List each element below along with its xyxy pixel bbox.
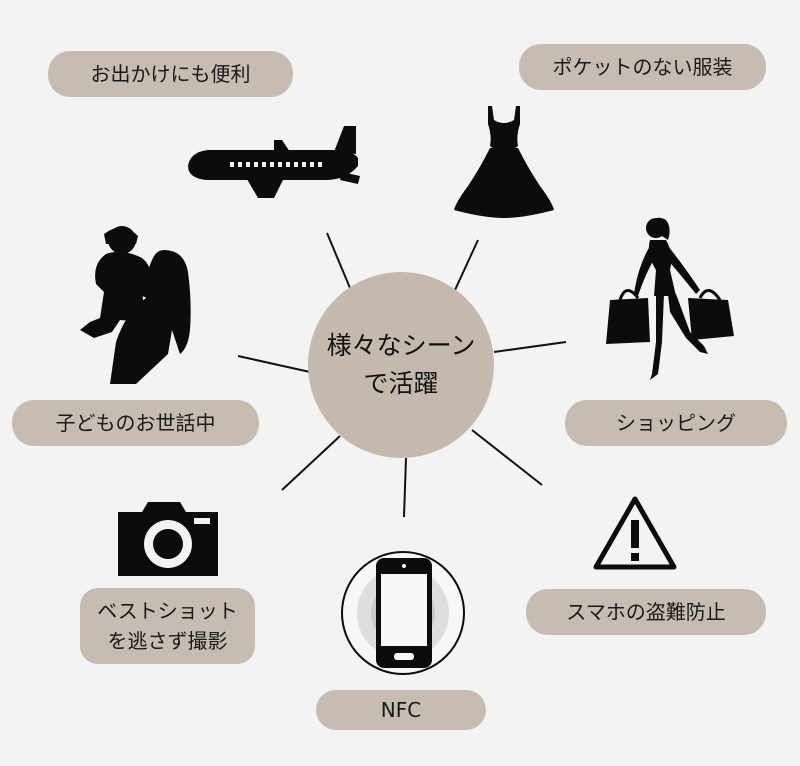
phone-nfc-icon: [341, 551, 465, 675]
mother-child-icon: [80, 226, 191, 384]
pill-theft: スマホの盗難防止: [526, 589, 766, 635]
pill-shopping: ショッピング: [565, 400, 787, 446]
hub-line1: 様々なシーン: [326, 331, 476, 360]
pill-nfc: NFC: [316, 690, 486, 730]
camera-icon: [118, 502, 218, 576]
airplane-icon: [188, 126, 360, 198]
pill-pocketless: ポケットのない服装: [519, 44, 766, 90]
hub-line2: で活躍: [363, 369, 439, 398]
pill-childcare: 子どものお世話中: [12, 400, 259, 446]
warning-icon: [593, 496, 677, 570]
pill-outing: お出かけにも便利: [48, 51, 293, 97]
center-hub: 様々なシーン で活躍: [308, 272, 494, 458]
shopper-icon: [606, 217, 734, 380]
pill-photo: ベストショット を逃さず撮影: [80, 588, 255, 664]
dress-icon: [454, 106, 554, 218]
